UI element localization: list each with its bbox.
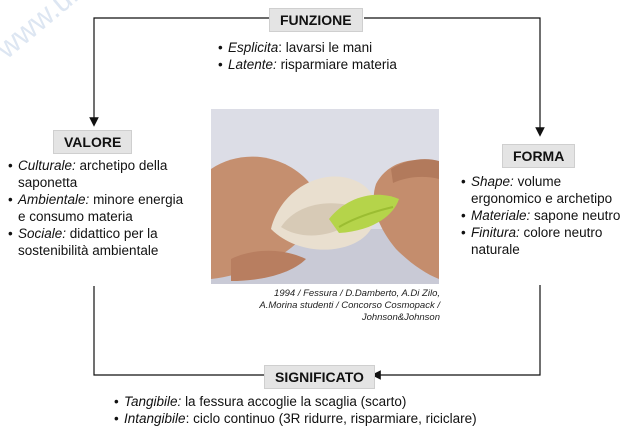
funzione-label: FUNZIONE [269, 8, 363, 32]
forma-label: FORMA [502, 144, 576, 168]
valore-list: Culturale: archetipo della saponetta Amb… [8, 157, 193, 259]
list-item: Finitura: colore neutro naturale [461, 224, 629, 258]
list-item: Materiale: sapone neutro [461, 207, 629, 224]
photo-caption: 1994 / Fessura / D.Damberto, A.Di Zilo, … [259, 288, 440, 323]
arrow-significato-valore [93, 286, 264, 376]
list-item: Intangibile: ciclo continuo (3R ridurre,… [114, 410, 477, 427]
arrow-funzione-forma [364, 17, 545, 137]
valore-label: VALORE [53, 130, 133, 154]
arrow-valore-funzione [89, 17, 269, 127]
list-item: Tangibile: la fessura accoglie la scagli… [114, 393, 477, 410]
list-item: Shape: volume ergonomico e archetipo [461, 173, 629, 207]
list-item: Sociale: didattico per la sostenibilità … [8, 225, 193, 259]
forma-list: Shape: volume ergonomico e archetipo Mat… [461, 173, 629, 258]
product-photo [211, 109, 439, 284]
significato-list: Tangibile: la fessura accoglie la scagli… [114, 393, 477, 427]
funzione-list: Esplicita: lavarsi le mani Latente: risp… [218, 39, 397, 73]
list-item: Ambientale: minore energia e consumo mat… [8, 191, 193, 225]
arrow-forma-significato [371, 285, 541, 380]
list-item: Culturale: archetipo della saponetta [8, 157, 193, 191]
list-item: Esplicita: lavarsi le mani [218, 39, 397, 56]
significato-label: SIGNIFICATO [264, 365, 375, 389]
list-item: Latente: risparmiare materia [218, 56, 397, 73]
